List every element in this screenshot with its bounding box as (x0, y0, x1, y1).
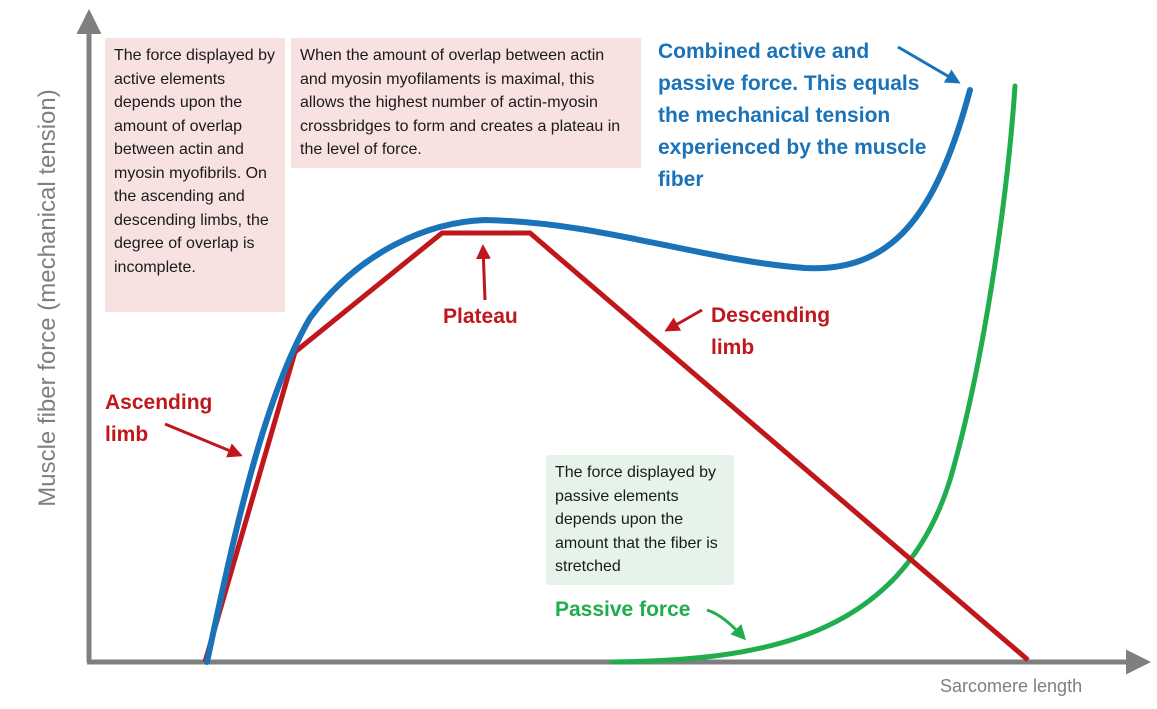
x-axis-title: Sarcomere length (940, 676, 1083, 696)
plateau-label: Plateau (443, 305, 518, 328)
active-elements-note: The force displayed by active elements d… (105, 38, 285, 312)
combined-force-label: Combined active and passive force. This … (658, 40, 927, 191)
descending-limb-label: Descending limb (711, 300, 851, 364)
ascending-limb-text: Ascending limb (105, 391, 213, 446)
ascending-arrow (164, 422, 243, 458)
passive-force-curve (609, 83, 1018, 665)
plateau-arrow (475, 244, 491, 301)
descending-limb-text: Descending limb (711, 304, 831, 359)
combined-arrow (897, 45, 961, 84)
combined-force-curve (204, 87, 973, 665)
descending-arrow (664, 308, 703, 332)
active-force-curve (202, 230, 1030, 663)
passive-force-label: Passive force (555, 598, 691, 621)
plateau-note: When the amount of overlap between actin… (291, 38, 641, 168)
ascending-limb-label: Ascending limb (105, 387, 235, 451)
y-axis-title: Muscle fiber force (mechanical tension) (34, 89, 61, 507)
passive-arrow (706, 608, 747, 641)
passive-elements-note: The force displayed by passive elements … (546, 455, 734, 585)
